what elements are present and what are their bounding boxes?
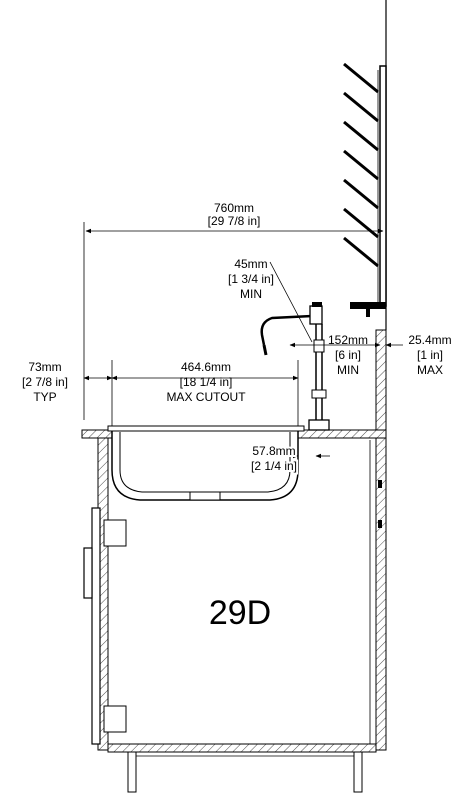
- dim-wall-gap-mm: 25.4mm: [408, 333, 451, 347]
- dim-overall-mm: 760mm: [214, 201, 254, 215]
- dim-faucet-offset: 45mm [1 3/4 in] MIN: [228, 257, 313, 343]
- faucet: [260, 302, 330, 431]
- dim-faucet-offset-in: [1 3/4 in]: [228, 272, 274, 286]
- hinge-top: [103, 519, 127, 547]
- dim-sink-to-faucet-mm: 57.8mm: [252, 444, 295, 458]
- dim-wall-gap-note: MAX: [417, 363, 443, 377]
- dim-front-setback-note: TYP: [33, 390, 56, 404]
- dim-cutout-in: [18 1/4 in]: [180, 375, 233, 389]
- dim-back-clear-mm: 152mm: [328, 333, 368, 347]
- dim-sink-to-faucet: 57.8mm [2 1/4 in]: [249, 442, 330, 475]
- sink-bowl: [107, 425, 305, 501]
- dim-cutout-mm: 464.6mm: [181, 360, 231, 374]
- dim-cutout: 464.6mm [18 1/4 in] MAX CUTOUT: [111, 358, 299, 426]
- dim-cutout-note: MAX CUTOUT: [166, 390, 246, 404]
- toe-kick: [127, 751, 363, 793]
- door-handle: [83, 547, 93, 599]
- dim-sink-to-faucet-in: [2 1/4 in]: [251, 459, 297, 473]
- dim-back-clear-note: MIN: [337, 363, 359, 377]
- dim-faucet-offset-note: MIN: [240, 287, 262, 301]
- cabinet-door: [83, 507, 127, 745]
- cabinet-label: 29D: [209, 594, 271, 632]
- dim-faucet-offset-mm: 45mm: [234, 257, 267, 271]
- dim-wall-gap-in: [1 in]: [417, 348, 443, 362]
- dim-front-setback: 73mm [2 7/8 in] TYP: [22, 360, 113, 426]
- rack-pegs: [343, 62, 379, 268]
- dim-overall: 760mm [29 7/8 in]: [83, 201, 384, 420]
- dim-back-clear: 152mm [6 in] MIN: [289, 333, 381, 377]
- dim-wall-gap: 25.4mm [1 in] MAX: [385, 333, 452, 377]
- hinge-bottom: [103, 705, 127, 733]
- dim-back-clear-in: [6 in]: [335, 348, 361, 362]
- drying-rack: [343, 62, 387, 317]
- dim-overall-in: [29 7/8 in]: [208, 214, 261, 228]
- dim-front-setback-in: [2 7/8 in]: [22, 375, 68, 389]
- dim-front-setback-mm: 73mm: [28, 360, 61, 374]
- drip-tray: [350, 302, 386, 309]
